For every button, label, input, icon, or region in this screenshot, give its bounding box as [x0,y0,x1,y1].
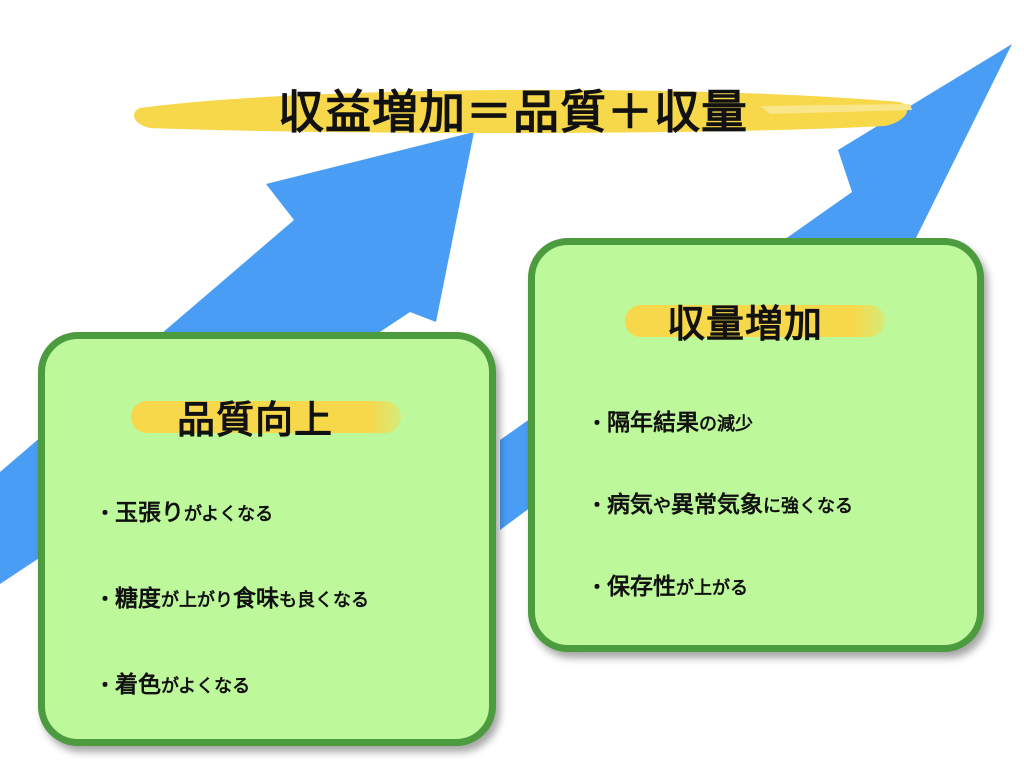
quality-heading-highlight [131,401,401,433]
quality-item-3: ・着色がよくなる [95,672,251,698]
quality-heading: 品質向上 [177,398,334,442]
yield-item-3: ・保存性が上がる [587,574,748,600]
yield-heading: 収量増加 [667,302,824,346]
yield-item-1: ・隔年結果の減少 [587,410,753,436]
title-highlight-streak [760,104,912,114]
quality-item-1: ・玉張りがよくなる [95,500,274,526]
yield-item-2: ・病気や異常気象に強くなる [587,492,853,518]
yield-box: 収量増加 ・隔年結果の減少 ・病気や異常気象に強くなる ・保存性が上がる [528,238,984,652]
yield-heading-highlight [625,305,885,337]
title-highlight [134,89,908,133]
quality-item-2: ・糖度が上がり食味も良くなる [95,586,369,612]
page-title: 収益増加＝品質＋収量 [278,85,748,139]
quality-box: 品質向上 ・玉張りがよくなる ・糖度が上がり食味も良くなる ・着色がよくなる [38,332,496,746]
